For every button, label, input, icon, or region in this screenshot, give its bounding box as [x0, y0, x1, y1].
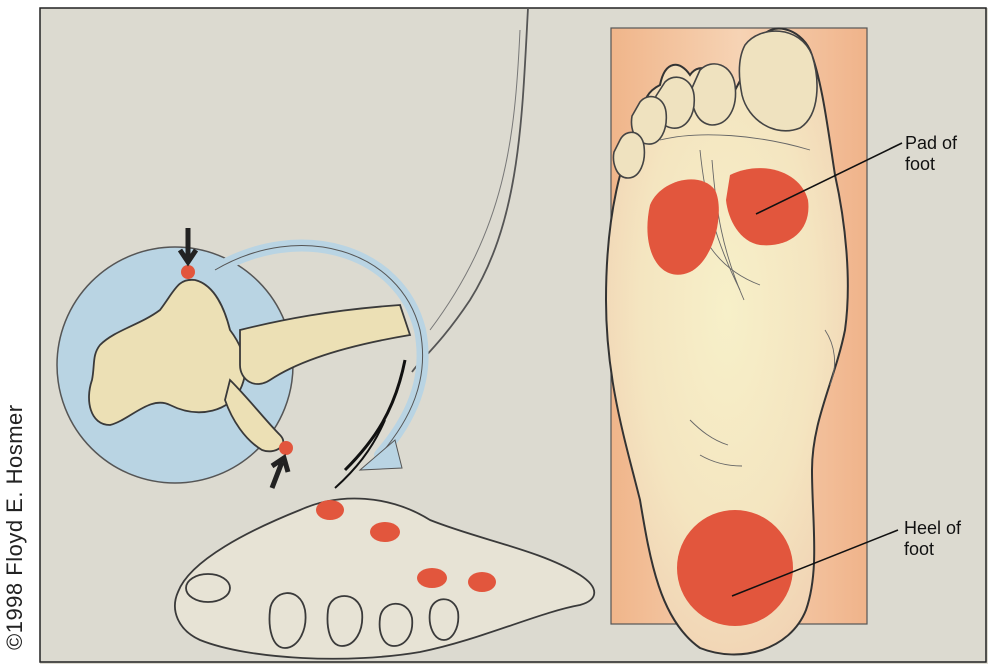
heel-label-line1: Heel of: [904, 518, 961, 539]
heel-of-foot-label: Heel of foot: [904, 518, 961, 560]
heel-label-line2: foot: [904, 539, 961, 560]
pad-label-line2: foot: [905, 154, 957, 175]
pad-label-line1: Pad of: [905, 133, 957, 154]
joint-pain-top: [181, 265, 195, 279]
heel-pain-spot: [677, 510, 793, 626]
joint-pain-bottom: [279, 441, 293, 455]
pad-of-foot-label: Pad of foot: [905, 133, 957, 175]
copyright-credit: ©1998 Floyd E. Hosmer: [2, 404, 28, 650]
